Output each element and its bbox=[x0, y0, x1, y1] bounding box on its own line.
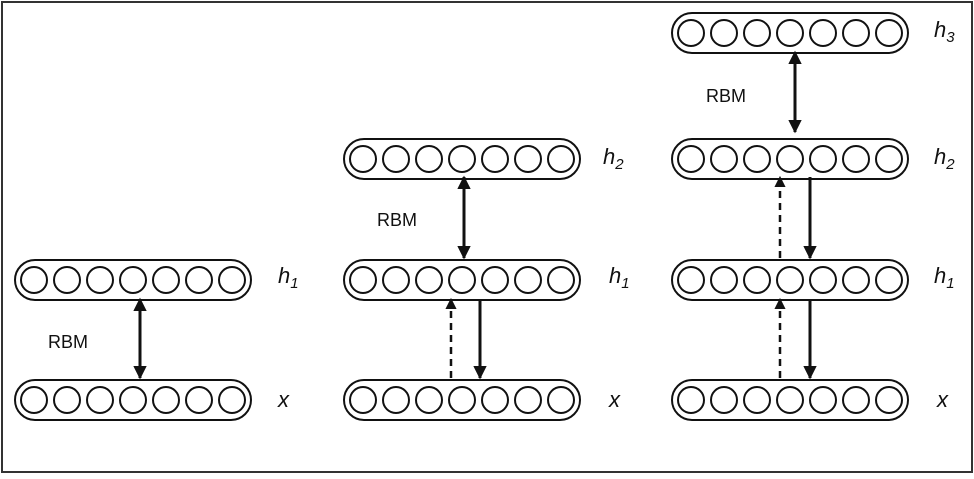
neuron-unit bbox=[776, 19, 804, 47]
neuron-unit bbox=[86, 266, 114, 294]
neuron-unit bbox=[448, 266, 476, 294]
layer-label-h1: h1 bbox=[609, 263, 630, 292]
neuron-unit bbox=[809, 145, 837, 173]
neuron-unit bbox=[743, 145, 771, 173]
neuron-unit bbox=[349, 386, 377, 414]
neuron-unit bbox=[152, 386, 180, 414]
neuron-unit bbox=[547, 145, 575, 173]
neuron-unit bbox=[743, 266, 771, 294]
neuron-unit bbox=[875, 386, 903, 414]
layer-h1 bbox=[14, 259, 252, 301]
neuron-unit bbox=[481, 145, 509, 173]
neuron-unit bbox=[547, 386, 575, 414]
neuron-unit bbox=[218, 266, 246, 294]
neuron-unit bbox=[677, 19, 705, 47]
layer-label-x: x bbox=[277, 387, 290, 412]
rbm-label: RBM bbox=[706, 86, 746, 106]
neuron-unit bbox=[185, 266, 213, 294]
neuron-unit bbox=[875, 145, 903, 173]
neuron-unit bbox=[415, 386, 443, 414]
neuron-unit bbox=[547, 266, 575, 294]
layer-h1 bbox=[343, 259, 581, 301]
neuron-unit bbox=[152, 266, 180, 294]
layer-label-h3: h3 bbox=[934, 17, 955, 46]
layer-label-h2: h2 bbox=[934, 144, 955, 173]
neuron-unit bbox=[481, 266, 509, 294]
neuron-unit bbox=[710, 145, 738, 173]
neuron-unit bbox=[448, 145, 476, 173]
neuron-unit bbox=[677, 386, 705, 414]
column-2: x h1 h2 RBM bbox=[343, 138, 630, 421]
neuron-unit bbox=[809, 266, 837, 294]
neuron-unit bbox=[842, 266, 870, 294]
neuron-unit bbox=[415, 266, 443, 294]
neuron-unit bbox=[842, 145, 870, 173]
neuron-unit bbox=[809, 19, 837, 47]
neuron-unit bbox=[677, 145, 705, 173]
layer-h3 bbox=[671, 12, 909, 54]
neuron-unit bbox=[349, 266, 377, 294]
neuron-unit bbox=[842, 386, 870, 414]
neuron-unit bbox=[514, 266, 542, 294]
layer-h2 bbox=[671, 138, 909, 180]
layer-h2 bbox=[343, 138, 581, 180]
layer-h1 bbox=[671, 259, 909, 301]
column-1: x h1 RBM bbox=[14, 259, 299, 421]
neuron-unit bbox=[382, 266, 410, 294]
rbm-label: RBM bbox=[377, 210, 417, 230]
neuron-unit bbox=[119, 266, 147, 294]
neuron-unit bbox=[86, 386, 114, 414]
neuron-unit bbox=[20, 386, 48, 414]
layer-x bbox=[14, 379, 252, 421]
neuron-unit bbox=[382, 145, 410, 173]
neuron-unit bbox=[710, 19, 738, 47]
neuron-unit bbox=[185, 386, 213, 414]
neuron-unit bbox=[875, 19, 903, 47]
neuron-unit bbox=[349, 145, 377, 173]
neuron-unit bbox=[809, 386, 837, 414]
neuron-unit bbox=[53, 386, 81, 414]
neuron-unit bbox=[743, 19, 771, 47]
neuron-unit bbox=[20, 266, 48, 294]
neuron-unit bbox=[218, 386, 246, 414]
neuron-unit bbox=[677, 266, 705, 294]
rbm-label: RBM bbox=[48, 332, 88, 352]
neuron-unit bbox=[776, 386, 804, 414]
neuron-unit bbox=[382, 386, 410, 414]
layer-label-h2: h2 bbox=[603, 144, 624, 173]
neuron-unit bbox=[514, 145, 542, 173]
neuron-unit bbox=[448, 386, 476, 414]
neuron-unit bbox=[776, 145, 804, 173]
neuron-unit bbox=[743, 386, 771, 414]
neuron-unit bbox=[514, 386, 542, 414]
layer-label-x: x bbox=[936, 387, 949, 412]
neuron-unit bbox=[481, 386, 509, 414]
layer-label-h1: h1 bbox=[934, 263, 955, 292]
layer-label-h1: h1 bbox=[278, 263, 299, 292]
layer-x bbox=[343, 379, 581, 421]
layer-x bbox=[671, 379, 909, 421]
neuron-unit bbox=[415, 145, 443, 173]
neuron-unit bbox=[710, 266, 738, 294]
neuron-unit bbox=[875, 266, 903, 294]
neuron-unit bbox=[710, 386, 738, 414]
neuron-unit bbox=[53, 266, 81, 294]
layer-label-x: x bbox=[608, 387, 621, 412]
neuron-unit bbox=[119, 386, 147, 414]
neuron-unit bbox=[842, 19, 870, 47]
neuron-unit bbox=[776, 266, 804, 294]
column-3: x h1 h2 h3 RBM bbox=[671, 12, 955, 421]
